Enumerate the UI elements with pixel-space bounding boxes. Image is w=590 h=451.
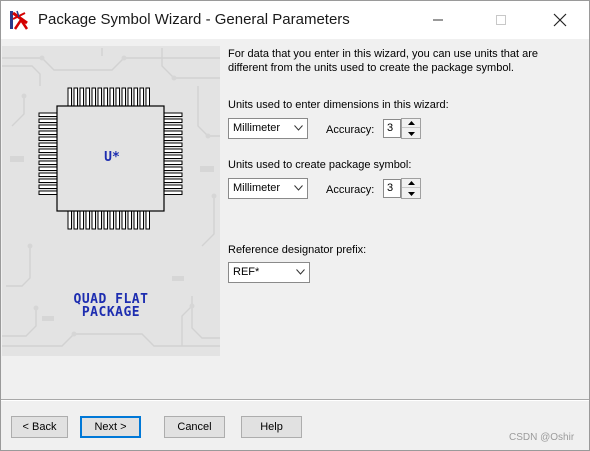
circuit-background bbox=[2, 48, 220, 347]
wizard-units-value: Millimeter bbox=[233, 122, 281, 134]
refdes-value: REF* bbox=[233, 266, 260, 278]
bottom-pins bbox=[67, 210, 150, 230]
symbol-accuracy-input[interactable]: 3 bbox=[383, 179, 401, 198]
back-button[interactable]: < Back bbox=[11, 416, 68, 438]
chevron-down-icon bbox=[296, 269, 305, 275]
wizard-units-select[interactable]: Millimeter bbox=[228, 118, 308, 139]
triangle-down-icon bbox=[407, 191, 415, 196]
symbol-units-label: Units used to create package symbol: bbox=[228, 159, 412, 171]
watermark: CSDN @Oshir bbox=[509, 432, 575, 443]
symbol-accuracy-value: 3 bbox=[387, 182, 394, 194]
wizard-accuracy-up-button[interactable] bbox=[402, 119, 420, 128]
intro-line-1: For data that you enter in this wizard, … bbox=[228, 48, 539, 60]
symbol-accuracy-up-button[interactable] bbox=[402, 179, 420, 188]
package-illustration: U* QUAD FLAT PACKAGE bbox=[2, 46, 220, 356]
close-button[interactable] bbox=[537, 1, 583, 39]
maximize-button[interactable] bbox=[478, 1, 524, 39]
triangle-up-icon bbox=[407, 121, 415, 125]
triangle-up-icon bbox=[407, 181, 415, 185]
triangle-down-icon bbox=[407, 131, 415, 136]
left-pins bbox=[38, 112, 58, 195]
wizard-accuracy-label: Accuracy: bbox=[326, 124, 375, 136]
help-button[interactable]: Help bbox=[241, 416, 302, 438]
package-caption-line2: PACKAGE bbox=[81, 305, 141, 320]
chip-body bbox=[56, 105, 165, 212]
symbol-accuracy-spinner bbox=[401, 178, 421, 199]
symbol-units-select[interactable]: Millimeter bbox=[228, 178, 308, 199]
maximize-icon bbox=[496, 15, 506, 25]
title-bar[interactable]: Package Symbol Wizard - General Paramete… bbox=[1, 1, 589, 39]
top-pins bbox=[67, 87, 150, 107]
chip-designator: U* bbox=[104, 150, 120, 165]
wizard-accuracy-down-button[interactable] bbox=[402, 129, 420, 138]
minimize-icon bbox=[433, 19, 443, 21]
pcb-wizard-icon bbox=[10, 10, 29, 30]
qfp-chip-graphic: U* bbox=[38, 87, 183, 230]
right-pins bbox=[163, 112, 183, 195]
window-title: Package Symbol Wizard - General Paramete… bbox=[38, 11, 350, 28]
cancel-button[interactable]: Cancel bbox=[164, 416, 225, 438]
next-button[interactable]: Next > bbox=[80, 416, 141, 438]
refdes-label: Reference designator prefix: bbox=[228, 244, 367, 256]
wizard-accuracy-spinner bbox=[401, 118, 421, 139]
wizard-accuracy-input[interactable]: 3 bbox=[383, 119, 401, 138]
close-icon bbox=[553, 13, 567, 27]
wizard-units-label: Units used to enter dimensions in this w… bbox=[228, 99, 449, 111]
refdes-select[interactable]: REF* bbox=[228, 262, 310, 283]
minimize-button[interactable] bbox=[415, 1, 461, 39]
symbol-units-value: Millimeter bbox=[233, 182, 281, 194]
symbol-accuracy-down-button[interactable] bbox=[402, 189, 420, 198]
wizard-accuracy-value: 3 bbox=[387, 122, 394, 134]
intro-line-2: different from the units used to create … bbox=[228, 62, 514, 74]
symbol-accuracy-label: Accuracy: bbox=[326, 184, 375, 196]
chevron-down-icon bbox=[294, 125, 303, 131]
chevron-down-icon bbox=[294, 185, 303, 191]
package-caption-line1: QUAD FLAT bbox=[73, 292, 149, 307]
button-separator bbox=[1, 399, 589, 401]
